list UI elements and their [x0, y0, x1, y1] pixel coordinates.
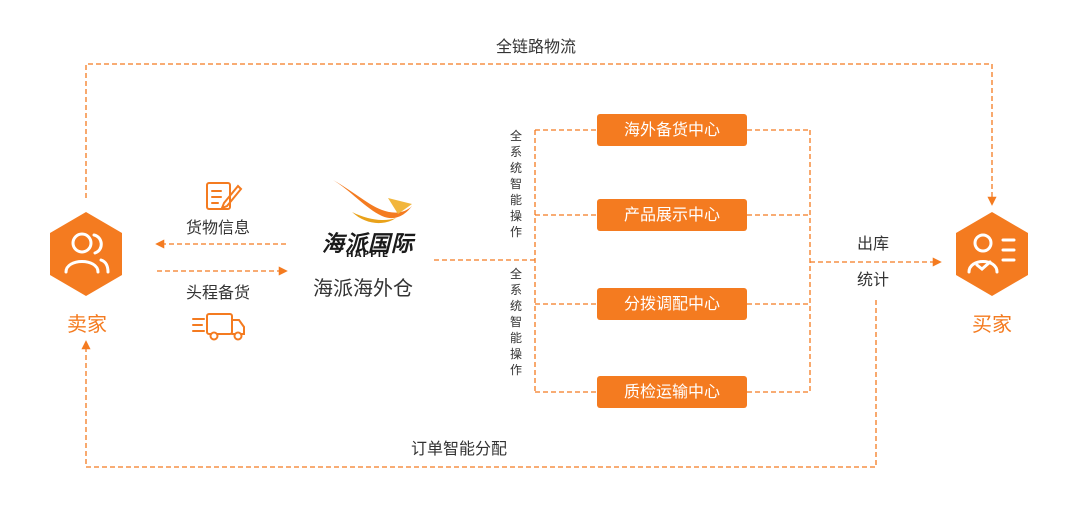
buyer-node [956, 212, 1028, 296]
center-distribution: 分拨调配中心 [597, 288, 747, 320]
happie-logo-icon [333, 180, 412, 224]
top-flow-label: 全链路物流 [496, 37, 577, 56]
user-card-icon [967, 233, 1016, 274]
center-inspection-transport: 质检运输中心 [597, 376, 747, 408]
goods-info-label: 货物信息 [186, 218, 251, 237]
warehouse-label: 海派海外仓 [313, 276, 413, 300]
buyer-label: 买家 [972, 312, 1012, 336]
bottom-flow-line [81, 300, 877, 468]
vertical-note-upper: 全系统智能操作 [509, 129, 522, 239]
outbound-label: 出库 [857, 234, 890, 253]
seller-label: 卖家 [67, 312, 107, 336]
delivery-truck-icon [192, 313, 245, 341]
users-icon [64, 232, 110, 274]
center-overseas-stock: 海外备货中心 [597, 114, 747, 146]
first-leg-stock-label: 头程备货 [186, 283, 251, 302]
seller-node [50, 212, 122, 296]
statistics-label: 统计 [857, 270, 890, 289]
top-flow-line [85, 63, 997, 206]
edit-document-icon [206, 182, 243, 210]
brand-name-cn: 海派国际 [322, 232, 415, 257]
bottom-flow-label: 订单智能分配 [411, 439, 508, 458]
brand-name-en: HAPPIE [346, 250, 390, 260]
vertical-note-lower: 全系统智能操作 [509, 267, 522, 377]
center-product-display: 产品展示中心 [597, 199, 747, 231]
